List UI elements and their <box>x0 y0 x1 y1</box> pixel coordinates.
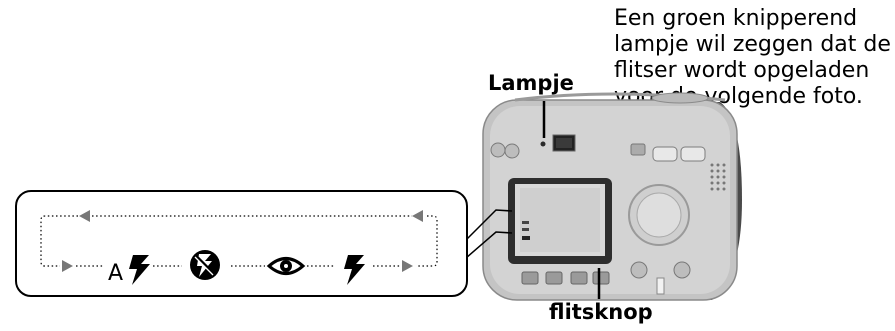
arrow-right-icon <box>62 260 73 272</box>
auto-flash-icon: A <box>108 255 150 286</box>
callout-connector <box>465 209 513 259</box>
arrow-left-icon <box>412 210 423 222</box>
arrow-left-icon <box>79 210 90 222</box>
lamp-label: Lampje <box>488 71 574 95</box>
arrow-right-icon <box>402 260 413 272</box>
explanation-line: lampje wil zeggen dat de <box>614 32 891 57</box>
flash-off-icon <box>190 250 220 280</box>
camera-back-image <box>482 92 742 301</box>
fill-flash-icon <box>344 255 365 285</box>
red-eye-reduction-icon <box>266 257 306 275</box>
explanation-line: flitser wordt opgeladen <box>614 58 870 83</box>
flash-cycle-loop <box>40 215 438 267</box>
flash-button-label: flitsknop <box>549 300 653 324</box>
explanation-line: Een groen knipperend <box>614 6 858 31</box>
auto-flash-letter: A <box>108 261 123 286</box>
flash-mode-callout-box <box>15 190 468 297</box>
